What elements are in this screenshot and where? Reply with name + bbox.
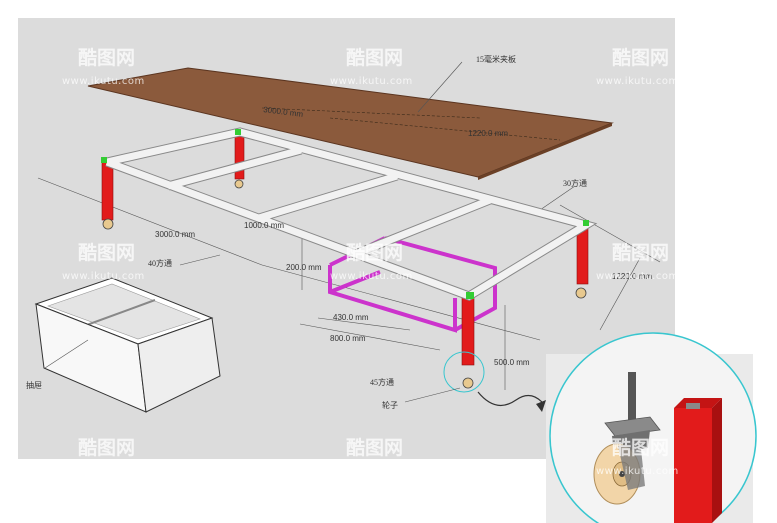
watermark-logo: 酷图网 [612, 46, 669, 69]
leg-back-left [234, 134, 245, 180]
watermark-logo: 酷图网 [346, 436, 403, 459]
label-drawer: 抽屉 [26, 380, 42, 390]
label-frame-width: 1220.0 mm [612, 272, 652, 281]
watermark-logo: 酷图网 [346, 46, 403, 69]
leg-front-right [461, 296, 475, 366]
watermark-logo: 酷图网 [612, 241, 669, 264]
corner-markers [101, 129, 589, 299]
plywood-tabletop [87, 67, 614, 180]
watermarks: 酷图网 www.ikutu.com 酷图网 www.ikutu.com 酷图网 www… [62, 46, 679, 477]
label-plywood: 15毫米夹板 [476, 54, 516, 64]
watermark-logo: 酷图网 [78, 46, 135, 69]
leg-front-left [101, 161, 114, 221]
label-tube-40: 40方通 [148, 258, 172, 268]
watermark-logo: 酷图网 [78, 241, 135, 264]
label-drawer-height: 200.0 mm [286, 263, 322, 272]
label-drawer-length: 800.0 mm [330, 334, 366, 343]
watermark-url: www.ikutu.com [330, 271, 413, 282]
watermark-logo: 酷图网 [612, 436, 669, 459]
label-drawer-width: 430.0 mm [333, 313, 369, 322]
label-mid-span: 1000.0 mm [244, 221, 284, 230]
detail-red-leg [674, 408, 712, 523]
label-frame-length: 3000.0 mm [155, 230, 195, 239]
table-legs [101, 134, 589, 366]
watermark-url: www.ikutu.com [62, 76, 145, 87]
watermark-logo: 酷图网 [346, 241, 403, 264]
watermark-logo: 酷图网 [78, 436, 135, 459]
drawer-illustration [34, 277, 221, 413]
detail-threaded-bolt [628, 372, 636, 424]
annotations: 15毫米夹板 3000.0 mm 1220.0 mm 30方通 3000.0 m… [26, 54, 652, 410]
label-leg-height: 500.0 mm [494, 358, 530, 367]
caster-detail-inset [546, 332, 757, 523]
watermark-url: www.ikutu.com [596, 271, 679, 282]
watermark-url: www.ikutu.com [330, 76, 413, 87]
watermark-url: www.ikutu.com [62, 271, 145, 282]
label-tube-45: 45方通 [370, 377, 394, 387]
label-wheel: 轮子 [382, 400, 398, 410]
dimension-lines [37, 61, 661, 390]
watermark-url: www.ikutu.com [596, 76, 679, 87]
watermark-url: www.ikutu.com [330, 466, 413, 477]
label-top-width: 1220.0 mm [468, 129, 508, 138]
watermark-url: www.ikutu.com [596, 466, 679, 477]
detail-leader [404, 351, 546, 412]
watermark-url: www.ikutu.com [62, 466, 145, 477]
label-tube-30: 30方通 [563, 178, 587, 188]
caster-wheels [102, 179, 587, 389]
